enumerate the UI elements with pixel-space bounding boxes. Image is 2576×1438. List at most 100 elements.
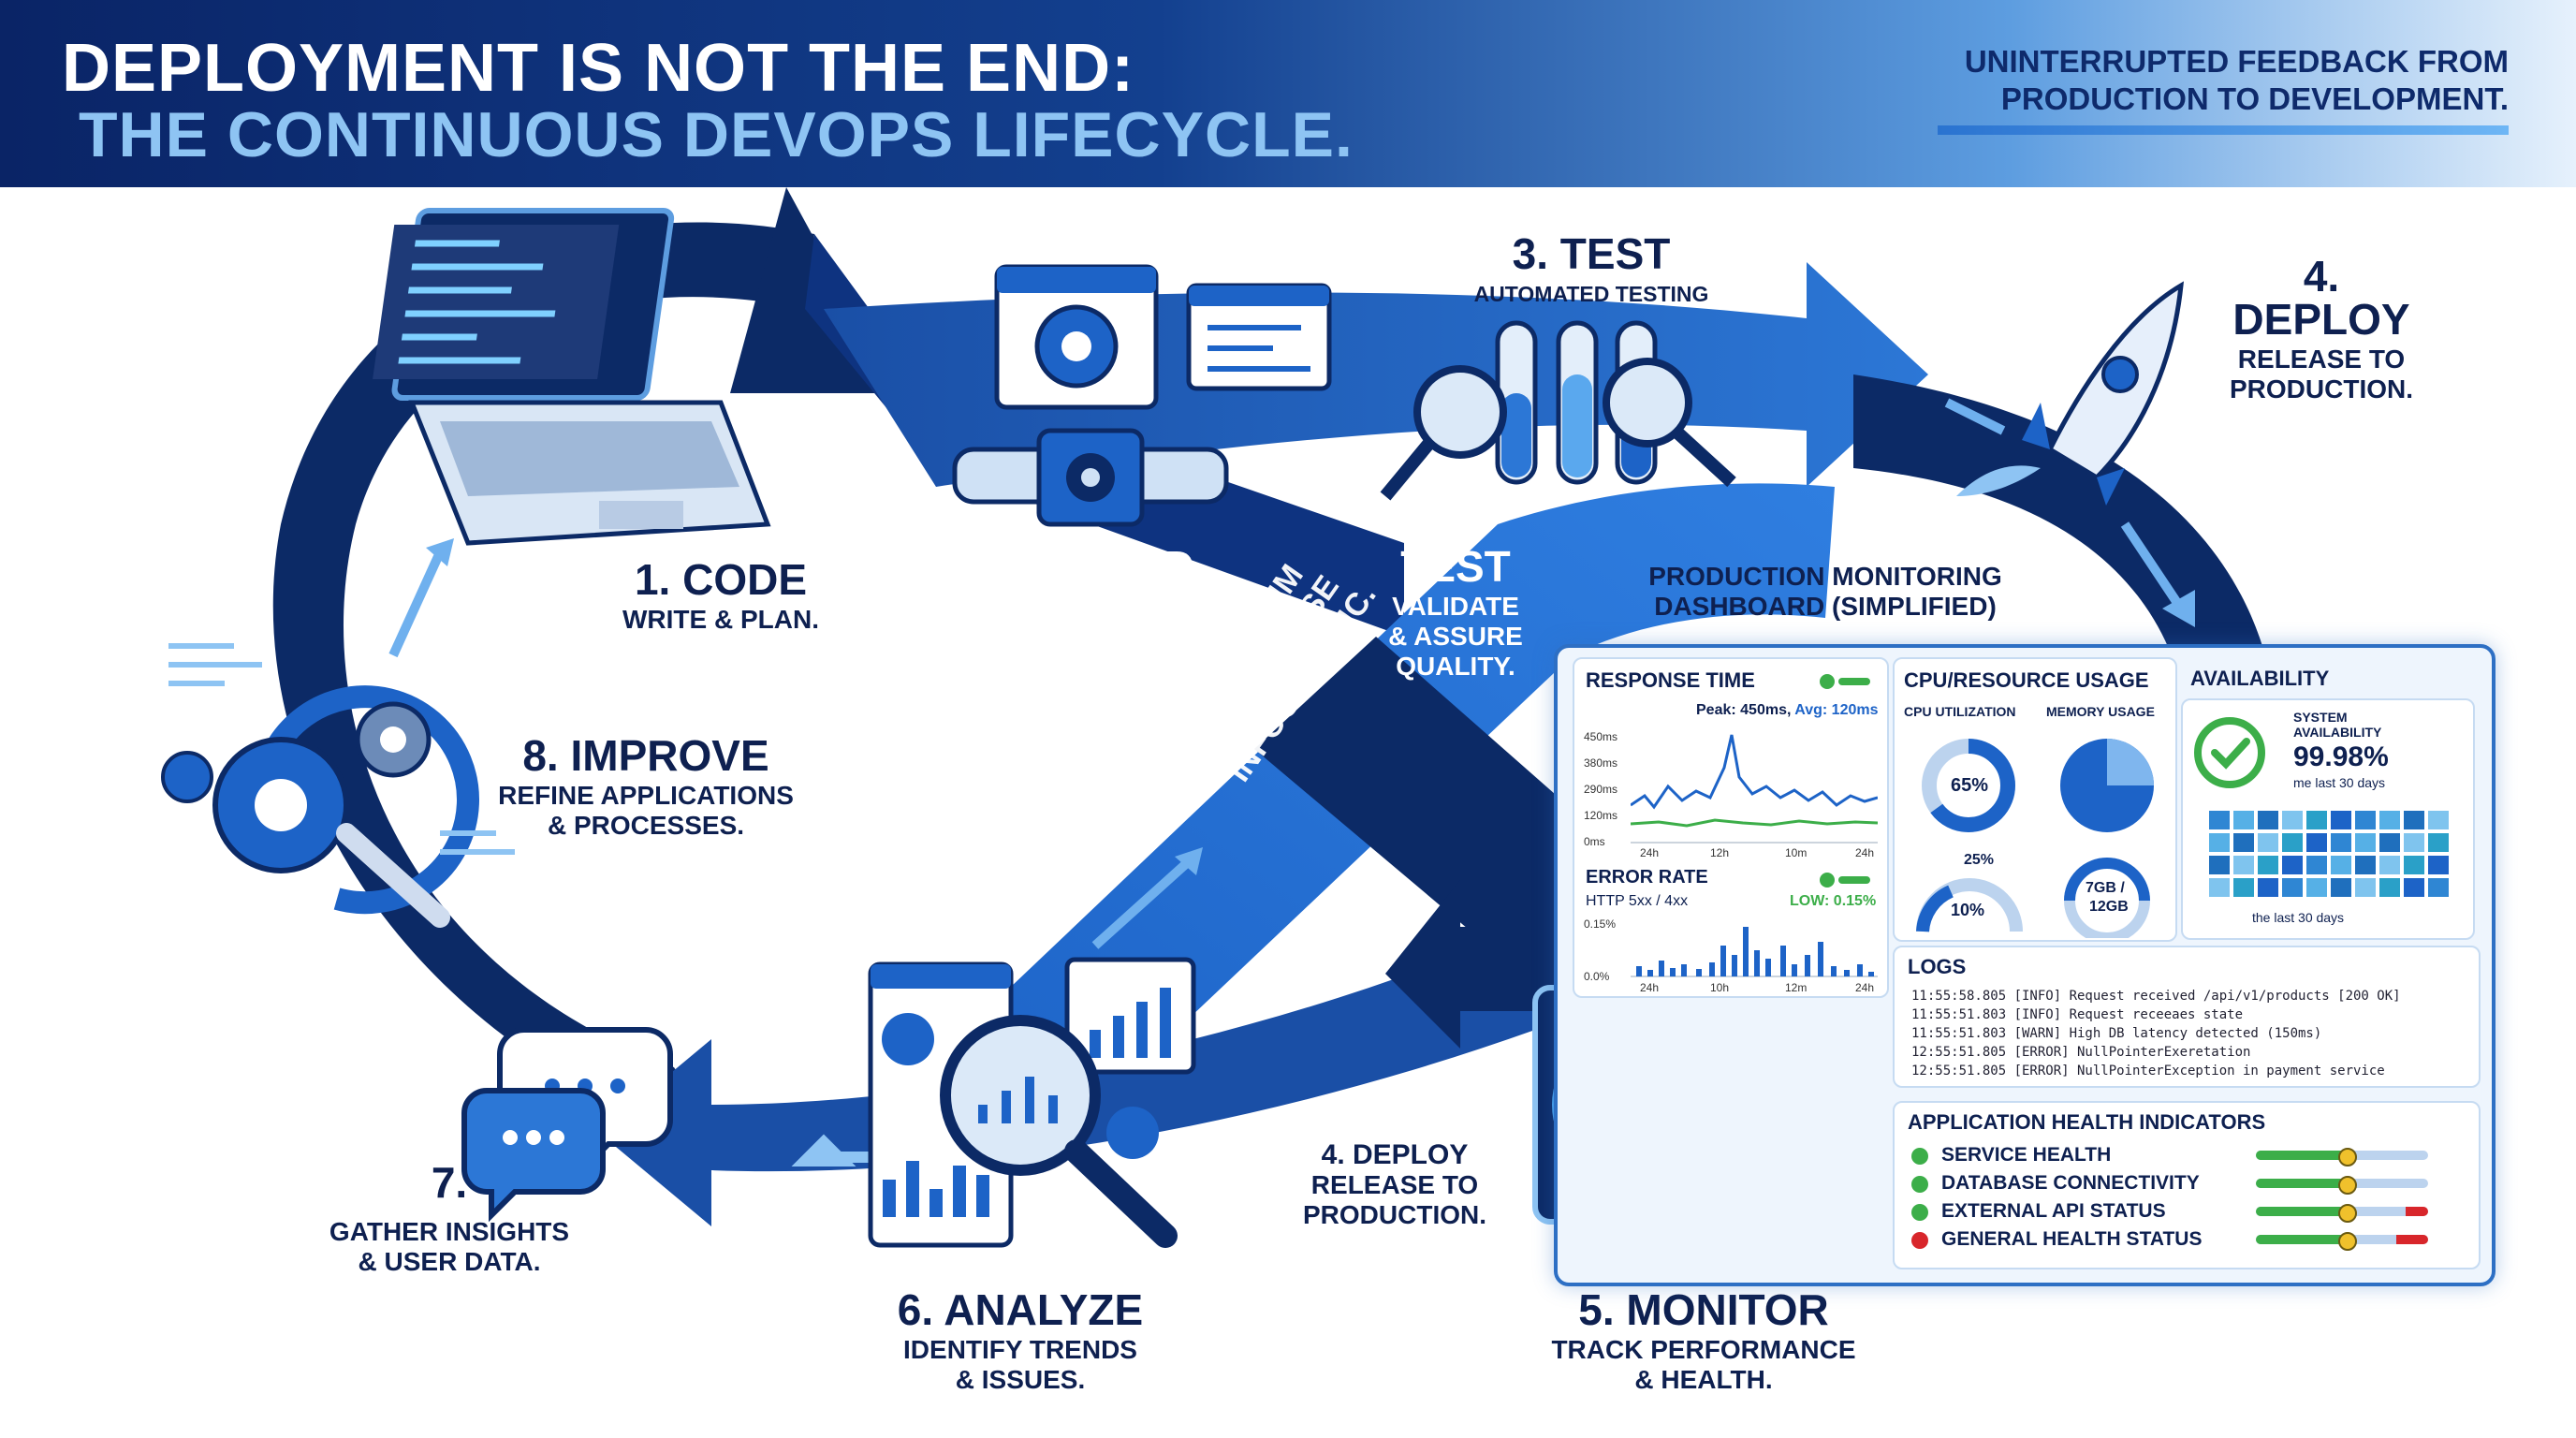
availability-cell: [2306, 833, 2327, 852]
laptop-icon: [373, 208, 771, 546]
log-line: 11:55:51.803 [WARN] High DB latency dete…: [1911, 1026, 2322, 1041]
response-toggle[interactable]: [1818, 672, 1874, 691]
rocket-arrow-out: [2120, 521, 2186, 611]
availability-cell: [2258, 856, 2278, 874]
response-ytick-380: 380ms: [1584, 756, 1618, 770]
error-toggle[interactable]: [1818, 871, 1874, 889]
stage-monitor-desc1: TRACK PERFORMANCE: [1551, 1335, 1856, 1364]
stage-deploy-lower-title: 4. DEPLOY: [1321, 1139, 1469, 1170]
tagline-line2: PRODUCTION TO DEVELOPMENT.: [2000, 81, 2509, 116]
pipeline-gear-icon: [952, 264, 1332, 527]
availability-footer: the last 30 days: [2252, 910, 2345, 925]
availability-cell: [2331, 856, 2351, 874]
availability-title: AVAILABILITY: [2190, 667, 2330, 690]
error-bars: [1636, 927, 1874, 976]
stage-gather: 7. GATHER INSIGHTS & USER DATA.: [309, 1157, 590, 1277]
availability-cell: [2258, 811, 2278, 829]
memory-value-line1: 7GB /: [2086, 880, 2125, 896]
error-ytick-min: 0.0%: [1584, 970, 1610, 983]
availability-cell: [2282, 811, 2303, 829]
tagline-underline: [1938, 125, 2509, 135]
health-knob[interactable]: [2338, 1204, 2357, 1223]
availability-period: me last 30 days: [2293, 775, 2386, 790]
stage-monitor-title: 5. MONITOR: [1578, 1285, 1829, 1334]
cpu-value: 65%: [1951, 775, 1989, 796]
health-knob[interactable]: [2338, 1176, 2357, 1195]
error-rate-low: LOW: 0.15%: [1790, 893, 1877, 909]
stage-improve: 8. IMPROVE REFINE APPLICATIONS & PROCESS…: [487, 730, 805, 841]
stage-gather-desc1: GATHER INSIGHTS: [329, 1217, 570, 1246]
stage-improve-desc2: & PROCESSES.: [547, 811, 745, 840]
cpu-small-value-2: 10%: [1951, 901, 1985, 919]
header-banner: [0, 0, 2576, 187]
stage-deploy: 4. DEPLOY RELEASE TO PRODUCTION.: [2200, 251, 2443, 404]
availability-cell: [2404, 878, 2424, 897]
health-label: DATABASE CONNECTIVITY: [1941, 1172, 2200, 1194]
stage-gather-desc2: & USER DATA.: [358, 1247, 541, 1276]
response-xtick-3: 10m: [1785, 846, 1808, 859]
stage-deploy-desc1: RELEASE TO: [2237, 345, 2406, 374]
availability-cell: [2258, 878, 2278, 897]
cpu-resource-title: CPU/RESOURCE USAGE: [1904, 668, 2149, 692]
health-label: EXTERNAL API STATUS: [1941, 1200, 2166, 1222]
availability-heatmap: [2209, 811, 2452, 901]
cpu-donut: [1922, 739, 2015, 832]
stage-code-desc: WRITE & PLAN.: [622, 605, 819, 634]
left-loop-arc: [272, 222, 815, 1152]
availability-cell: [2331, 833, 2351, 852]
availability-cell: [2282, 878, 2303, 897]
availability-cell: [2306, 878, 2327, 897]
rocket-arrow-in: [1944, 398, 2006, 435]
response-avg-line: [1631, 818, 1878, 828]
availability-cell: [2379, 833, 2400, 852]
rocket-icon: [1956, 281, 2185, 506]
error-xtick-3: 12m: [1785, 981, 1808, 994]
health-knob[interactable]: [2338, 1148, 2357, 1167]
health-knob[interactable]: [2338, 1232, 2357, 1251]
stage-improve-title: 8. IMPROVE: [522, 731, 769, 780]
cpu-utilization-label: CPU UTILIZATION: [1904, 704, 2016, 719]
monitor-return-arrowhead: [1385, 880, 1460, 1049]
error-xtick-4: 24h: [1855, 981, 1875, 994]
health-title: APPLICATION HEALTH INDICATORS: [1908, 1110, 2266, 1134]
error-xtick-1: 24h: [1640, 981, 1660, 994]
log-line: 12:55:51.805 [ERROR] NullPointerExceptio…: [1911, 1064, 2385, 1078]
error-ytick-max: 0.15%: [1584, 917, 1617, 931]
availability-sys1: SYSTEM: [2293, 710, 2348, 725]
availability-cell: [2306, 856, 2327, 874]
memory-gauge: [2064, 858, 2150, 938]
availability-cell: [2233, 811, 2254, 829]
analytics-magnifier-icon: [868, 957, 1196, 1248]
availability-cell: [2355, 833, 2376, 852]
gears-wrench-icon: [161, 643, 515, 928]
error-rate-sub: HTTP 5xx / 4xx: [1586, 893, 1689, 909]
response-series-line: [1631, 734, 1878, 810]
upward-arrowhead-analyze: [1175, 847, 1203, 875]
availability-cell: [2379, 878, 2400, 897]
stage-deploy-desc2: PRODUCTION.: [2230, 374, 2413, 404]
availability-cell: [2209, 833, 2230, 852]
stage-analyze-title: 6. ANALYZE: [897, 1285, 1144, 1334]
stage-deploy-title: DEPLOY: [2232, 295, 2410, 344]
availability-cell: [2355, 878, 2376, 897]
availability-cell: [2331, 811, 2351, 829]
error-rate-chart: [1631, 927, 1878, 977]
logs-title: LOGS: [1908, 955, 1967, 978]
availability-cell: [2379, 811, 2400, 829]
stage-test-desc: AUTOMATED TESTING: [1473, 282, 1709, 306]
availability-cell: [2282, 856, 2303, 874]
stage-monitor-desc2: & HEALTH.: [1634, 1365, 1773, 1394]
availability-cell: [2282, 833, 2303, 852]
page-title: DEPLOYMENT IS NOT THE END:: [62, 31, 1135, 106]
memory-usage-label: MEMORY USAGE: [2046, 704, 2155, 719]
error-rate-title: ERROR RATE: [1586, 867, 1708, 888]
check-circle-icon: [2194, 717, 2265, 788]
stage-deploy-title-num: 4.: [2303, 252, 2340, 301]
stage-gather-title: 7.: [431, 1158, 468, 1207]
stage-test: 3. TEST AUTOMATED TESTING: [1423, 228, 1760, 309]
availability-cell: [2404, 833, 2424, 852]
response-avg: Avg: 120ms: [1794, 702, 1879, 718]
status-dot: [1911, 1176, 1928, 1193]
availability-cell: [2428, 856, 2449, 874]
